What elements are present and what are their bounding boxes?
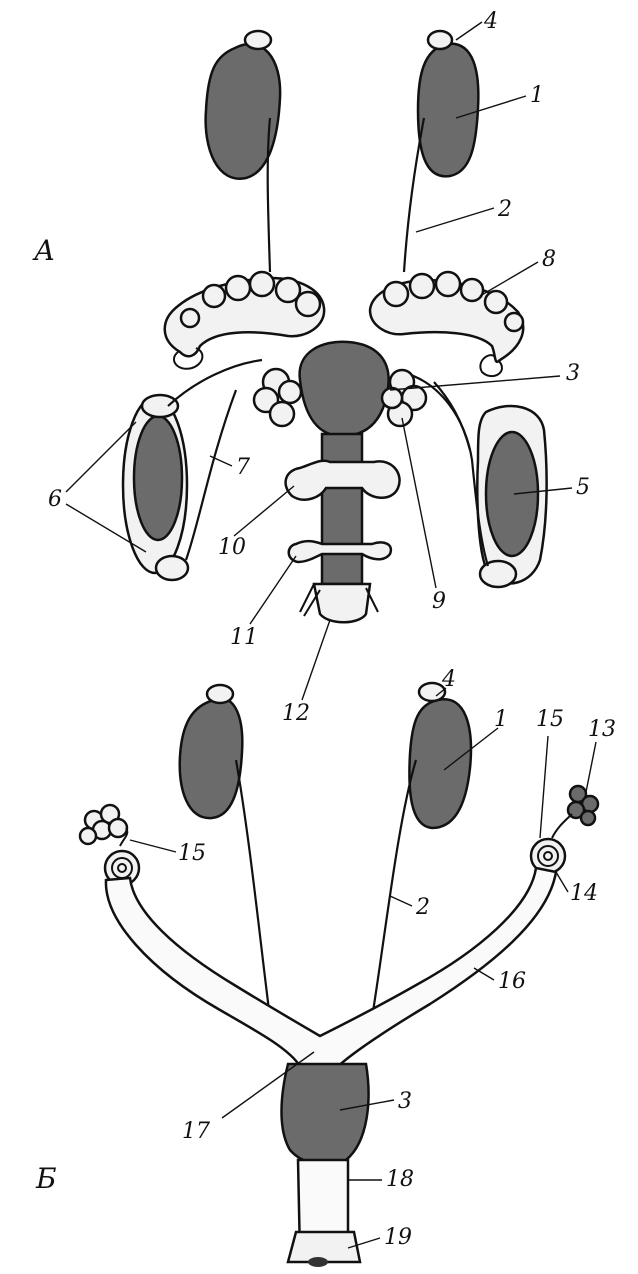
- label-1-b: 1: [494, 707, 508, 732]
- testis-left-a: [123, 395, 188, 580]
- panel-a: А 4 1 2 8 3 5 7 6 10 9 11 12: [32, 9, 590, 726]
- label-10-a: 10: [218, 535, 246, 560]
- label-1-a: 1: [530, 83, 544, 108]
- uterine-horns-b: [106, 868, 556, 1070]
- label-3-a: 3: [566, 361, 580, 386]
- kidney-right-a: [418, 31, 478, 176]
- panel-b: Б 4 1 15 13 15 14 2 16 17 3 18 19: [35, 667, 616, 1267]
- ureter-right-b: [372, 760, 416, 1018]
- testis-right-a: [477, 406, 546, 587]
- label-4-b: 4: [441, 667, 456, 692]
- panel-letter-b: Б: [35, 1162, 57, 1195]
- label-13-b: 13: [588, 717, 616, 742]
- uterus-body-b: [282, 1064, 369, 1267]
- label-2-b: 2: [415, 895, 430, 920]
- label-9-a: 9: [432, 589, 446, 614]
- label-17-b: 17: [182, 1119, 210, 1144]
- ovary-right-b: [568, 786, 598, 825]
- penis-root-a: [314, 584, 370, 622]
- adrenal-left-b: [207, 685, 233, 703]
- label-14-b: 14: [570, 881, 598, 906]
- adrenal-left-a: [245, 31, 271, 49]
- ovary-left-b: [80, 805, 127, 844]
- panel-letter-a: А: [32, 234, 55, 267]
- label-15-b-right: 15: [536, 707, 564, 732]
- adrenal-right-a: [428, 31, 452, 49]
- label-19-b: 19: [384, 1225, 412, 1250]
- pelvic-urethra-a: [286, 434, 400, 622]
- label-15-b-left: 15: [178, 841, 206, 866]
- seminal-vesicle-right-a: [370, 272, 523, 376]
- label-2-a: 2: [497, 197, 512, 222]
- oviduct-right-b: [531, 814, 572, 873]
- label-16-b: 16: [498, 969, 526, 994]
- ureter-left-b: [236, 760, 270, 1018]
- seminal-vesicle-left-a: [165, 272, 324, 369]
- label-11-a: 11: [230, 625, 258, 650]
- label-3-b: 3: [398, 1089, 412, 1114]
- label-4-a: 4: [483, 9, 498, 34]
- label-6-a: 6: [48, 487, 62, 512]
- label-18-b: 18: [386, 1167, 414, 1192]
- label-7-a: 7: [236, 455, 250, 480]
- kidney-left-b: [180, 685, 243, 818]
- label-8-a: 8: [542, 247, 556, 272]
- label-5-a: 5: [576, 475, 590, 500]
- label-12-a: 12: [282, 701, 310, 726]
